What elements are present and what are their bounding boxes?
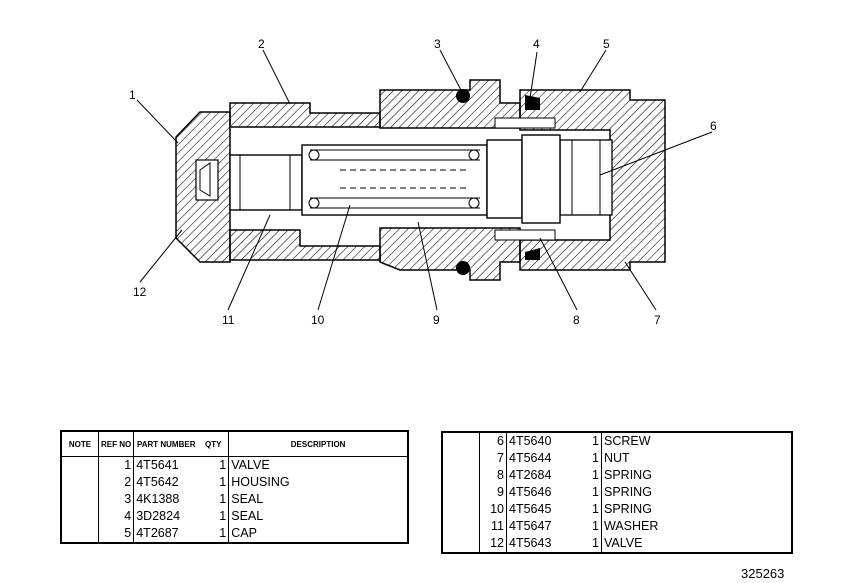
part-spring-8 — [494, 117, 556, 241]
table-row: 3 4K1388 1 SEAL — [61, 491, 408, 508]
description-cell: SPRING — [604, 502, 652, 516]
callout-7: 7 — [654, 313, 661, 327]
callout-2: 2 — [258, 37, 265, 51]
valve-assembly-drawing: 1 2 3 4 5 6 7 8 9 10 11 12 — [129, 37, 717, 327]
part-screw-6 — [559, 139, 613, 216]
table-row: 8 4T2684 1 SPRING — [442, 467, 792, 484]
part-number-cell: 4T5643 — [509, 536, 552, 550]
header-description: DESCRIPTION — [228, 431, 408, 457]
part-number-cell: 4T5646 — [509, 485, 552, 499]
part-number-cell: 4T5645 — [509, 502, 552, 516]
callout-3: 3 — [434, 37, 441, 51]
header-ref-no: REF NO — [98, 431, 135, 457]
part-number-cell: 3D2824 — [136, 509, 181, 523]
callout-5: 5 — [603, 37, 610, 51]
qty-cell: 1 — [571, 432, 602, 450]
description-cell: NUT — [604, 451, 630, 465]
table-row: 9 4T5646 1 SPRING — [442, 484, 792, 501]
qty-cell: 1 — [571, 501, 602, 518]
callout-4: 4 — [533, 37, 540, 51]
ref-cell: 2 — [98, 474, 135, 491]
description-cell: VALVE — [604, 536, 643, 550]
description-cell: SCREW — [604, 434, 651, 448]
table-row: 11 4T5647 1 WASHER — [442, 518, 792, 535]
callout-8: 8 — [573, 313, 580, 327]
table-row: 7 4T5644 1 NUT — [442, 450, 792, 467]
ref-cell: 3 — [98, 491, 135, 508]
table-row: 5 4T2687 1 CAP — [61, 525, 408, 543]
callout-1: 1 — [129, 88, 136, 102]
ref-cell: 1 — [98, 456, 135, 474]
part-number-cell: 4T5647 — [509, 519, 552, 533]
table-row: 6 4T5640 1 SCREW — [442, 432, 792, 450]
callout-6: 6 — [710, 119, 717, 133]
part-number-cell: 4T5641 — [136, 458, 179, 472]
parts-table-left: NOTE REF NO PART NUMBER QTY DESCRIPTION … — [60, 430, 409, 544]
part-number-cell: 4T5644 — [509, 451, 552, 465]
ref-cell: 4 — [98, 508, 135, 525]
qty-cell: 1 — [571, 535, 602, 553]
table-row: 2 4T5642 1 HOUSING — [61, 474, 408, 491]
callout-11: 11 — [222, 313, 235, 327]
ref-cell: 11 — [479, 518, 507, 535]
description-cell: SPRING — [604, 485, 652, 499]
drawing-number: 325263 — [741, 566, 785, 581]
description-cell: HOUSING — [231, 475, 290, 489]
leader-lines — [136, 49, 713, 311]
header-qty: QTY — [198, 431, 230, 457]
qty-cell: 1 — [571, 450, 602, 467]
table-row: 10 4T5645 1 SPRING — [442, 501, 792, 518]
description-cell: WASHER — [604, 519, 659, 533]
ref-cell: 10 — [479, 501, 507, 518]
qty-cell: 1 — [198, 456, 230, 474]
part-number-cell: 4T2687 — [136, 526, 179, 540]
part-number-cell: 4K1388 — [136, 492, 180, 506]
table-row: 4 3D2824 1 SEAL — [61, 508, 408, 525]
part-number-cell: 4T2684 — [509, 468, 552, 482]
part-valve-12 — [229, 154, 303, 211]
ref-cell: 6 — [479, 432, 507, 450]
ref-cell: 12 — [479, 535, 507, 553]
header-note: NOTE — [61, 431, 99, 457]
qty-cell: 1 — [198, 491, 230, 508]
part-number-cell: 4T5640 — [509, 434, 552, 448]
qty-cell: 1 — [571, 484, 602, 501]
part-spring-10 — [301, 144, 488, 216]
part-valve-1 — [175, 111, 231, 263]
ref-cell: 9 — [479, 484, 507, 501]
part-housing-2 — [229, 79, 521, 281]
header-part-number: PART NUMBER — [133, 431, 199, 457]
part-seal-3 — [456, 89, 470, 275]
part-number-cell: 4T5642 — [136, 475, 179, 489]
qty-cell: 1 — [198, 525, 230, 543]
qty-cell: 1 — [198, 474, 230, 491]
qty-cell: 1 — [571, 467, 602, 484]
ref-cell: 5 — [98, 525, 135, 543]
description-cell: VALVE — [231, 458, 270, 472]
callout-10: 10 — [311, 313, 325, 327]
description-cell: SPRING — [604, 468, 652, 482]
table-row: 1 4T5641 1 VALVE — [61, 456, 408, 474]
qty-cell: 1 — [571, 518, 602, 535]
part-seal-4 — [525, 95, 540, 260]
callout-labels: 1 2 3 4 5 6 7 8 9 10 11 12 — [129, 37, 717, 327]
description-cell: SEAL — [231, 509, 264, 523]
qty-cell: 1 — [198, 508, 230, 525]
ref-cell: 8 — [479, 467, 507, 484]
ref-cell: 7 — [479, 450, 507, 467]
callout-9: 9 — [433, 313, 440, 327]
parts-table-right: 6 4T5640 1 SCREW 7 4T5644 1 NUT 8 4T2684… — [441, 431, 793, 554]
description-cell: CAP — [231, 526, 257, 540]
description-cell: SEAL — [231, 492, 264, 506]
table-row: 12 4T5643 1 VALVE — [442, 535, 792, 553]
part-washer-11 — [486, 134, 561, 224]
table-header-row: NOTE REF NO PART NUMBER QTY DESCRIPTION — [61, 431, 408, 457]
callout-12: 12 — [133, 285, 147, 299]
